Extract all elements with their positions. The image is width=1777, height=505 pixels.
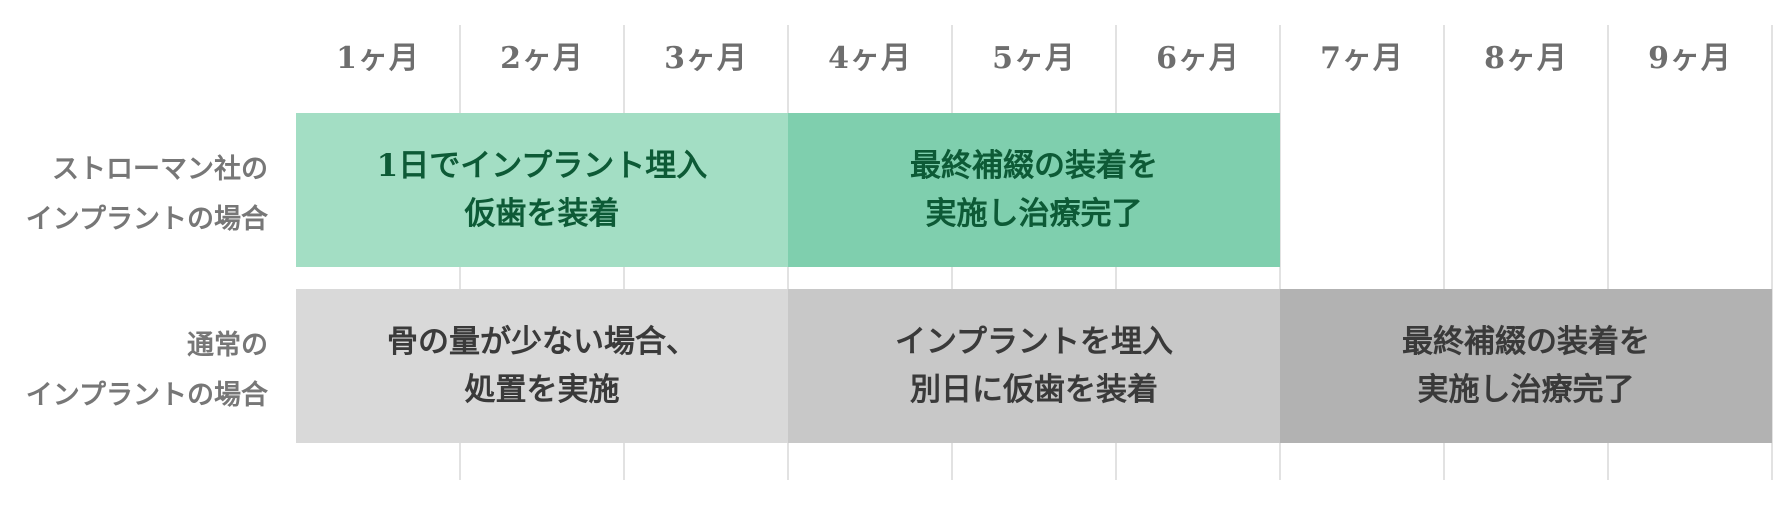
phase-text-line1: 最終補綴の装着を <box>910 148 1158 184</box>
month-label-3: 3ヶ月 <box>664 41 748 76</box>
row-label-straumann: ストローマン社の インプラントの場合 <box>0 145 268 245</box>
row-label-line2: インプラントの場合 <box>25 380 268 411</box>
row-label-line1: ストローマン社の <box>52 154 268 185</box>
grid-line <box>1443 25 1445 480</box>
phase-text-line2: 別日に仮歯を装着 <box>909 372 1158 408</box>
phase-text-line2: 実施し治療完了 <box>925 196 1143 232</box>
month-label-4: 4ヶ月 <box>828 41 912 76</box>
grid-line <box>1607 25 1609 480</box>
row-label-line2: インプラントの場合 <box>25 204 268 235</box>
phase-bar-straumann-2: 最終補綴の装着を 実施し治療完了 <box>788 113 1280 267</box>
phase-bar-straumann-1: 1日でインプラント埋入 仮歯を装着 <box>296 113 788 267</box>
grid-line <box>1771 25 1773 480</box>
phase-bar-regular-3: 最終補綴の装着を 実施し治療完了 <box>1280 289 1772 443</box>
phase-text-line1: インプラントを埋入 <box>894 324 1174 360</box>
phase-bar-regular-2: インプラントを埋入 別日に仮歯を装着 <box>788 289 1280 443</box>
month-label-8: 8ヶ月 <box>1484 41 1568 76</box>
grid-line <box>1279 25 1281 480</box>
phase-text-line1: 骨の量が少ない場合、 <box>387 324 697 360</box>
phase-text-line1: 最終補綴の装着を <box>1402 324 1650 360</box>
phase-text-line1: 1日でインプラント埋入 <box>376 148 708 184</box>
row-label-regular: 通常の インプラントの場合 <box>0 321 268 421</box>
month-label-7: 7ヶ月 <box>1320 41 1404 76</box>
month-label-1: 1ヶ月 <box>336 41 420 76</box>
month-label-9: 9ヶ月 <box>1648 41 1732 76</box>
month-label-2: 2ヶ月 <box>500 41 584 76</box>
phase-text-line2: 処置を実施 <box>464 372 620 408</box>
month-label-6: 6ヶ月 <box>1156 41 1240 76</box>
phase-bar-regular-1: 骨の量が少ない場合、 処置を実施 <box>296 289 788 443</box>
month-label-5: 5ヶ月 <box>992 41 1076 76</box>
phase-text-line2: 仮歯を装着 <box>464 196 620 232</box>
row-label-line1: 通常の <box>187 330 268 361</box>
phase-text-line2: 実施し治療完了 <box>1417 372 1635 408</box>
